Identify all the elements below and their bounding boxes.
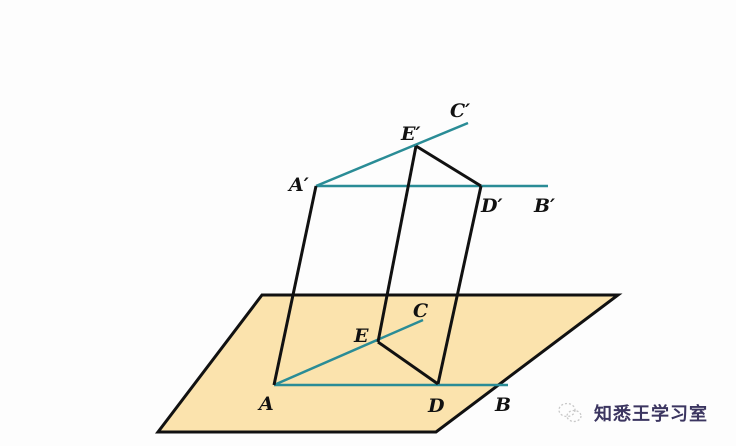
- label-C: C: [413, 300, 428, 322]
- edge-DD': [436, 185, 483, 385]
- label-B: B: [494, 394, 511, 416]
- label-E-prime: E′: [400, 123, 421, 145]
- ray-AC: [273, 318, 424, 387]
- label-C-prime: C′: [450, 100, 470, 122]
- label-A: A: [257, 393, 274, 415]
- label-E: E: [353, 325, 369, 347]
- edge-E'D': [415, 144, 482, 188]
- edge-AA': [272, 185, 318, 386]
- label-A-prime: A′: [287, 174, 309, 196]
- plane-alpha: [154, 293, 623, 434]
- label-D-prime: D′: [480, 195, 503, 217]
- wechat-icon: [558, 402, 582, 423]
- edge-ED: [377, 340, 439, 386]
- watermark-text: 知悉王学习室: [594, 404, 708, 425]
- label-D: D: [427, 395, 445, 417]
- label-B-prime: B′: [533, 195, 555, 217]
- edge-EE': [376, 145, 418, 343]
- ray-A'C': [315, 121, 469, 188]
